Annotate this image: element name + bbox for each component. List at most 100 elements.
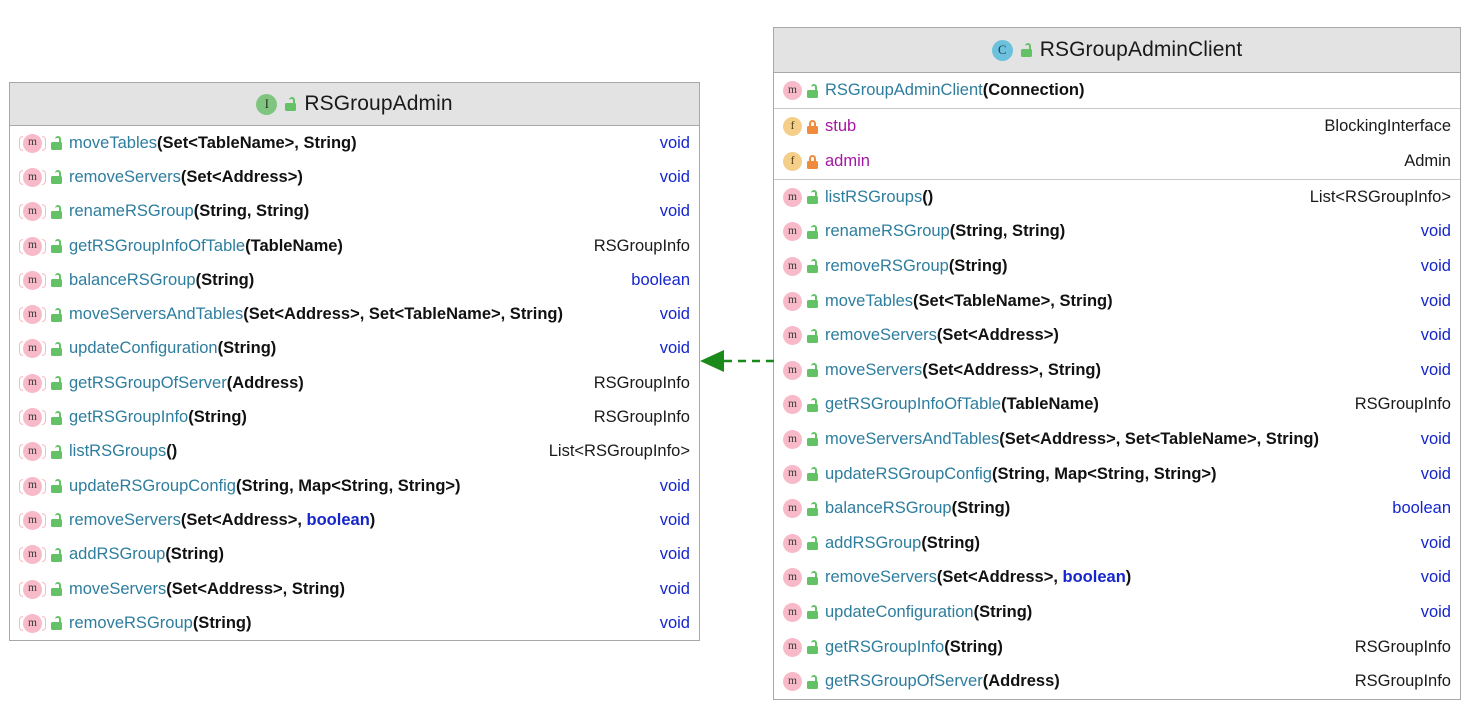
class-icon: C (991, 39, 1013, 61)
member-return-type: boolean (1392, 499, 1451, 518)
member-params: (Address) (226, 373, 304, 392)
public-unlocked-icon (284, 97, 297, 111)
member-icon-group: m (783, 395, 819, 415)
uml-member-row[interactable]: m RSGroupAdminClient(Connection) (774, 73, 1460, 108)
member-params: (String) (217, 339, 277, 358)
member-icon-group: m (783, 568, 819, 588)
member-signature: removeRSGroup(String) (825, 257, 1411, 276)
method-icon: m (783, 81, 802, 100)
member-signature: addRSGroup(String) (69, 545, 650, 564)
member-return-type: void (1420, 568, 1451, 587)
member-return-type: void (1420, 222, 1451, 241)
abstract-method-icon: m (19, 579, 46, 599)
member-return-type: RSGroupInfo (1354, 672, 1451, 691)
public-unlocked-icon (806, 432, 819, 447)
private-locked-icon (806, 119, 819, 134)
member-params: (TableName) (245, 236, 343, 255)
member-icon-group: m (783, 222, 819, 242)
member-name: getRSGroupInfoOfTable (69, 236, 246, 255)
member-return-type: void (659, 579, 690, 598)
uml-member-row[interactable]: m addRSGroup(String) void (774, 526, 1460, 561)
member-return-type: RSGroupInfo (593, 373, 690, 392)
member-icon-group: m (783, 256, 819, 276)
member-icon-group: f (783, 152, 819, 171)
member-return-type: void (659, 510, 690, 529)
member-params: (String) (165, 545, 224, 564)
member-signature: moveServersAndTables(Set<Address>, Set<T… (825, 430, 1411, 449)
member-signature: addRSGroup(String) (825, 534, 1411, 553)
method-icon: m (783, 499, 802, 519)
member-params: (String) (188, 408, 247, 427)
member-params: (String) (921, 533, 980, 552)
member-return-type: void (659, 202, 690, 221)
member-name: getRSGroupInfo (825, 637, 945, 656)
member-return-type: void (1420, 533, 1451, 552)
member-params: (String) (973, 602, 1033, 621)
member-name: moveServersAndTables (825, 429, 1000, 448)
uml-box-title: RSGroupAdmin (304, 92, 453, 115)
public-unlocked-icon (806, 363, 819, 378)
member-icon-group: m (19, 167, 63, 187)
member-icon-group: m (783, 326, 819, 346)
member-icon-group: m (783, 187, 819, 207)
member-name: admin (825, 152, 870, 170)
member-return-type: BlockingInterface (1324, 117, 1451, 135)
public-unlocked-icon (50, 616, 63, 631)
member-icon-group: m (19, 545, 63, 565)
private-locked-icon (806, 154, 819, 169)
method-icon: m (783, 464, 802, 484)
member-icon-group: m (19, 339, 63, 359)
member-return-type: void (659, 133, 690, 152)
member-name: removeServers (825, 326, 937, 345)
member-signature: RSGroupAdminClient(Connection) (825, 81, 1441, 100)
public-unlocked-icon (50, 170, 63, 185)
public-unlocked-icon (806, 674, 819, 689)
member-name: listRSGroups (69, 442, 167, 461)
member-return-type: void (1420, 291, 1451, 310)
member-signature: listRSGroups() (69, 442, 539, 461)
member-name: moveTables (825, 291, 914, 310)
member-params: (String) (951, 499, 1011, 518)
member-icon-group: m (783, 533, 819, 553)
member-icon-group: f (783, 117, 819, 136)
member-params: (String) (948, 256, 1008, 275)
member-name: renameRSGroup (825, 222, 950, 241)
uml-constructor-section: m RSGroupAdminClient(Connection) (774, 73, 1460, 108)
member-return-type: void (1420, 326, 1451, 345)
